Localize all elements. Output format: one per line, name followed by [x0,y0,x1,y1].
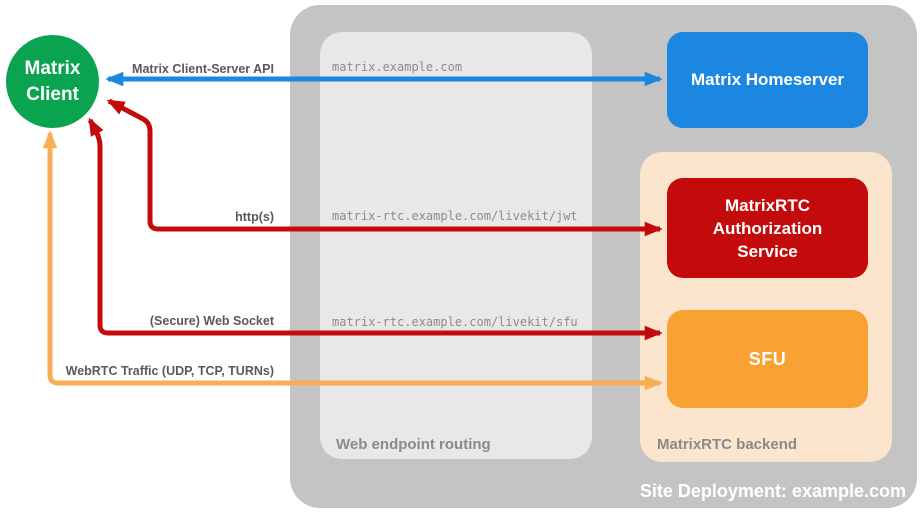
sfu-label: SFU [748,348,787,369]
matrix-client-label-line1: Matrix [24,57,81,79]
endpoint-routing-container [320,32,592,459]
websocket-label: (Secure) Web Socket [149,314,274,328]
auth-service-label: MatrixRTC Authorization Service [712,195,823,261]
webrtc-traffic-label: WebRTC Traffic (UDP, TCP, TURNs) [65,364,274,378]
https-label: http(s) [235,210,274,224]
auth-service-node: MatrixRTC Authorization Service [667,178,868,278]
matrix-homeserver-node: Matrix Homeserver [667,32,868,128]
route-url-livekit-jwt: matrix-rtc.example.com/livekit/jwt [332,209,578,223]
matrix-client-label-line2: Client [26,83,79,105]
matrix-client-node: Matrix Client [6,35,99,128]
matrixrtc-backend-caption: MatrixRTC backend [657,436,798,453]
matrix-homeserver-label: Matrix Homeserver [690,70,845,89]
site-deployment-caption: Site Deployment: example.com [639,481,906,501]
route-url-livekit-sfu: matrix-rtc.example.com/livekit/sfu [332,315,578,329]
route-url-homeserver: matrix.example.com [332,60,463,74]
endpoint-routing-caption: Web endpoint routing [336,436,491,453]
sfu-node: SFU [667,310,868,408]
